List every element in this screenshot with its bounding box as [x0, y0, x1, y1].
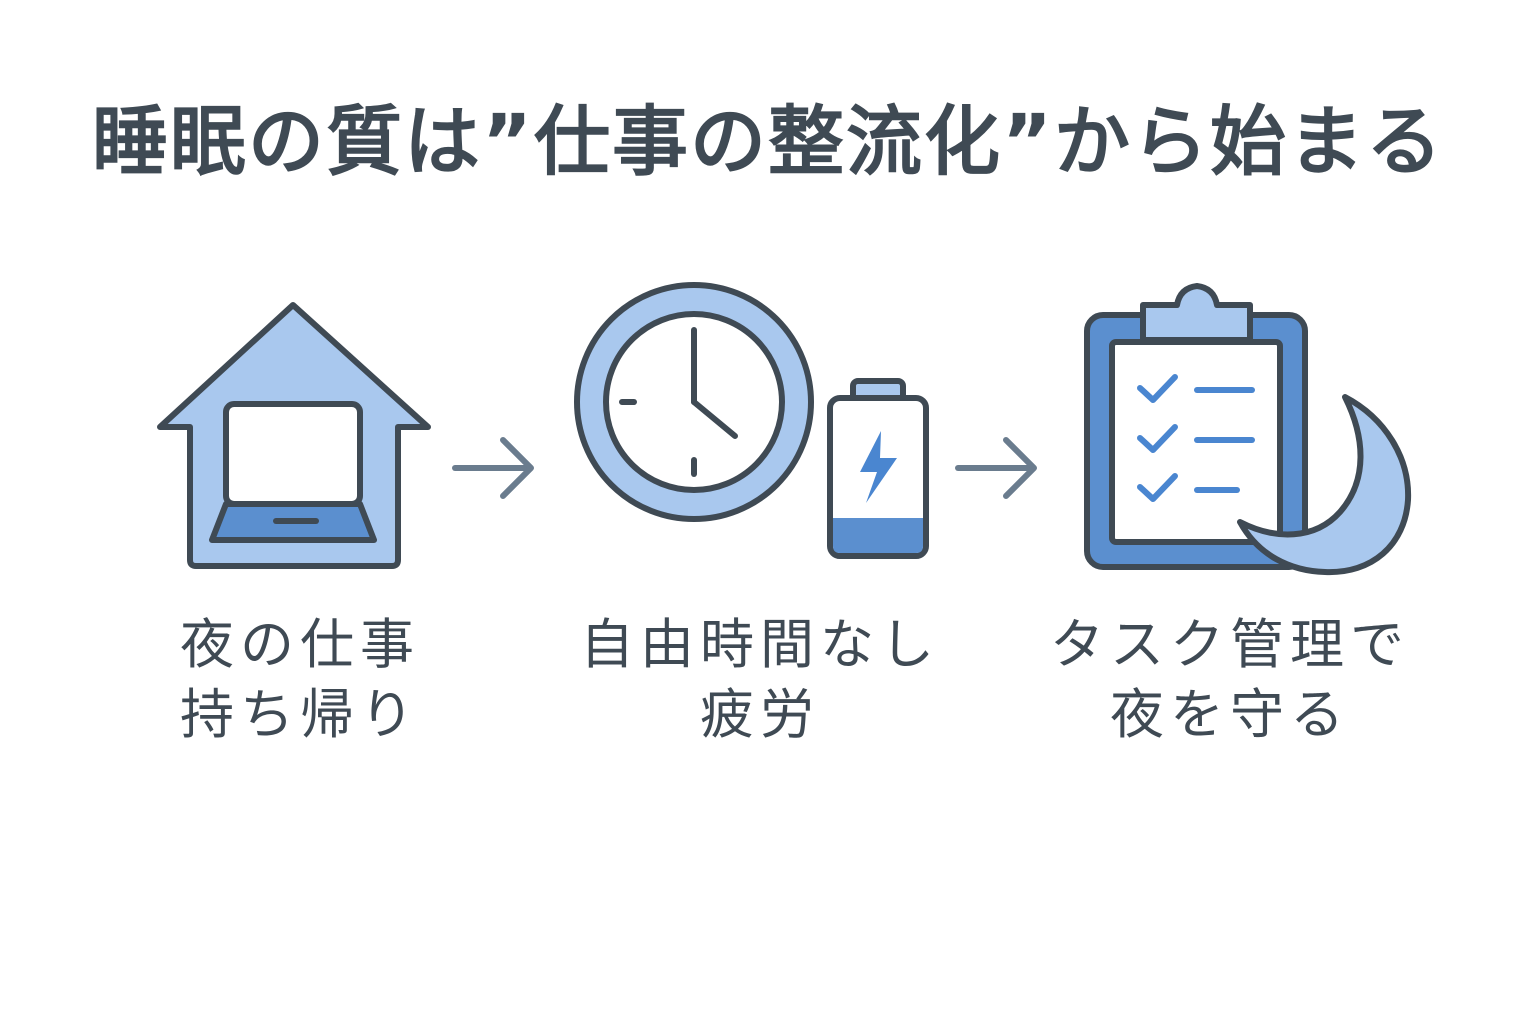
step-caption-take-home-work: 夜の仕事 持ち帰り [120, 610, 480, 750]
moon-icon [1237, 394, 1412, 576]
step-caption-task-management: タスク管理で 夜を守る [1030, 610, 1430, 750]
checklist [1137, 374, 1255, 502]
caption-line: 夜の仕事 [180, 613, 420, 676]
clipboard-clip [1140, 283, 1253, 343]
step-caption-no-free-time: 自由時間なし 疲労 [560, 610, 960, 750]
arrow-right-icon [452, 437, 534, 499]
arrow-right-icon [955, 437, 1037, 499]
caption-line: タスク管理で [1050, 613, 1410, 676]
caption-line: 夜を守る [1110, 683, 1350, 746]
caption-line: 持ち帰り [180, 683, 420, 746]
laptop-screen [223, 401, 363, 507]
clock-minute-hand [691, 399, 738, 439]
caption-line: 疲労 [700, 683, 820, 746]
battery-charge-level [833, 518, 923, 553]
page-title: 睡眠の質は”仕事の整流化”から始まる [92, 97, 1444, 186]
clock-icon [574, 282, 814, 522]
battery-icon [827, 378, 929, 559]
house-laptop-icon [157, 302, 431, 569]
lightning-bolt-icon [860, 431, 897, 503]
clipboard-icon [1084, 283, 1308, 570]
crescent-moon [1237, 394, 1412, 576]
caption-line: 自由時間なし [580, 613, 940, 676]
